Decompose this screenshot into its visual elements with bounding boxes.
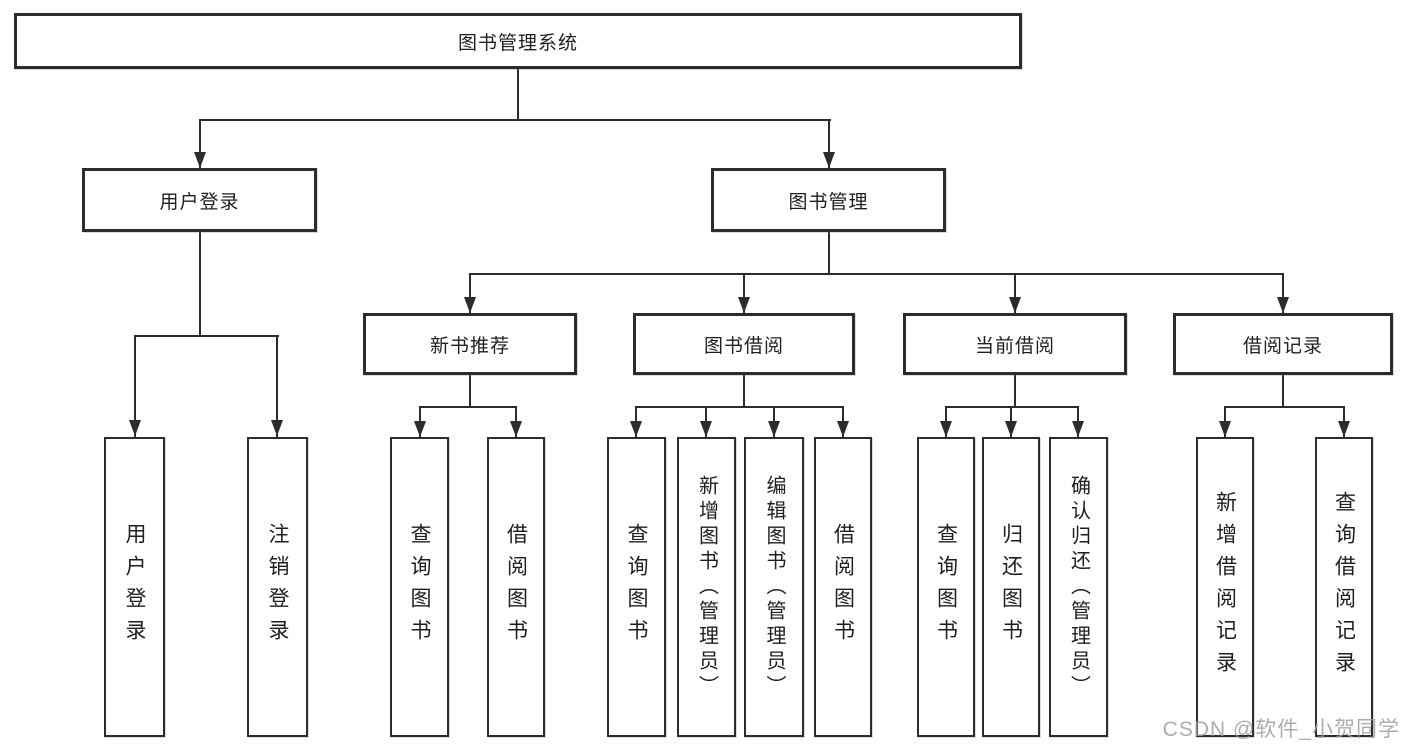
connector-current-down (1014, 375, 1016, 406)
leaf-add-books-admin: 新增图书（管理员） (677, 437, 736, 737)
leaf-confirm-return-admin-label: 确认归还（管理员） (1067, 474, 1090, 700)
leaf-query-books-1: 查询图书 (390, 437, 449, 737)
arrowhead-current (1009, 297, 1021, 313)
arrowhead-ul-leaf2 (271, 420, 283, 436)
node-borrowing-records: 借阅记录 (1173, 313, 1393, 375)
arrowhead-user-login (194, 152, 206, 168)
arrowhead-newbook (464, 297, 476, 313)
arrowhead-cb-leaf2 (1005, 421, 1017, 437)
leaf-borrow-books-1: 借阅图书 (487, 437, 545, 737)
node-borrowing-records-label: 借阅记录 (1242, 335, 1323, 357)
arrowhead-record (1277, 297, 1289, 313)
connector-record-bar (1224, 406, 1345, 408)
leaf-edit-books-admin-label: 编辑图书（管理员） (763, 474, 785, 700)
node-user-login: 用户登录 (82, 168, 317, 232)
arrowhead-borrow (738, 297, 750, 313)
connector-stem-current (1014, 273, 1016, 313)
node-current-borrowing: 当前借阅 (903, 313, 1127, 375)
node-library-system: 图书管理系统 (14, 13, 1022, 69)
leaf-return-books: 归还图书 (982, 437, 1040, 737)
leaf-query-books-1-label: 查询图书 (408, 523, 431, 651)
arrowhead-nb-leaf2 (510, 421, 522, 437)
csdn-watermark: CSDN @软件_小贺同学 (1162, 718, 1400, 741)
leaf-query-borrow-record-label: 查询借阅记录 (1332, 491, 1356, 683)
node-current-borrowing-label: 当前借阅 (974, 335, 1055, 357)
node-book-management-label: 图书管理 (788, 191, 869, 213)
arrowhead-cb-leaf1 (940, 421, 952, 437)
arrowhead-bb-leaf1 (630, 421, 642, 437)
leaf-user-login: 用户登录 (104, 437, 165, 737)
connector-stem-book-mgmt (828, 119, 830, 168)
arrowhead-bb-leaf2 (700, 421, 712, 437)
node-user-login-label: 用户登录 (159, 191, 240, 213)
connector-stem-newbook (469, 273, 471, 313)
leaf-confirm-return-admin: 确认归还（管理员） (1049, 437, 1108, 737)
arrowhead-bb-leaf3 (768, 421, 780, 437)
connector-newbook-bar (419, 406, 517, 408)
connector-borrow-down (743, 375, 745, 406)
node-library-system-label: 图书管理系统 (457, 32, 578, 54)
leaf-add-books-admin-label: 新增图书（管理员） (695, 474, 718, 700)
connector-userlogin-down (199, 232, 201, 335)
connector-stem-ul-leaf2 (276, 335, 278, 437)
arrowhead-br-leaf1 (1219, 421, 1231, 437)
connector-root-stem (517, 69, 519, 120)
leaf-borrow-books-2-label: 借阅图书 (831, 523, 855, 651)
leaf-user-login-label: 用户登录 (123, 523, 146, 651)
connector-stem-borrow (743, 273, 745, 313)
connector-borrow-bar (635, 406, 844, 408)
leaf-add-borrow-record-label: 新增借阅记录 (1213, 491, 1237, 683)
leaf-return-books-label: 归还图书 (999, 523, 1023, 651)
arrowhead-bb-leaf4 (837, 421, 849, 437)
leaf-add-borrow-record: 新增借阅记录 (1196, 437, 1254, 737)
leaf-query-books-3: 查询图书 (917, 437, 975, 737)
connector-level2-bar (199, 119, 831, 121)
node-book-management: 图书管理 (711, 168, 946, 232)
leaf-edit-books-admin: 编辑图书（管理员） (744, 437, 804, 737)
leaf-query-books-3-label: 查询图书 (934, 523, 958, 651)
arrowhead-book-mgmt (823, 152, 835, 168)
leaf-query-books-2: 查询图书 (607, 437, 666, 737)
arrowhead-ul-leaf1 (129, 420, 141, 436)
leaf-logout-label: 注销登录 (266, 523, 289, 651)
node-new-book-recommend-label: 新书推荐 (429, 335, 510, 357)
node-book-borrowing-label: 图书借阅 (703, 335, 784, 357)
leaf-logout: 注销登录 (247, 437, 308, 737)
connector-stem-record (1282, 273, 1284, 313)
leaf-query-borrow-record: 查询借阅记录 (1315, 437, 1373, 737)
connector-stem-user-login (199, 119, 201, 168)
connector-stem-ul-leaf1 (134, 335, 136, 437)
connector-userlogin-bar (134, 335, 279, 337)
connector-bookmgmt-down (828, 232, 830, 273)
connector-current-bar (945, 406, 1079, 408)
connector-record-down (1282, 375, 1284, 406)
node-new-book-recommend: 新书推荐 (363, 313, 577, 375)
arrowhead-nb-leaf1 (414, 421, 426, 437)
connector-level3-bar (469, 273, 1284, 275)
node-book-borrowing: 图书借阅 (633, 313, 855, 375)
arrowhead-cb-leaf3 (1072, 421, 1084, 437)
leaf-borrow-books-1-label: 借阅图书 (504, 523, 528, 651)
arrowhead-br-leaf2 (1338, 421, 1350, 437)
connector-newbook-down (469, 375, 471, 406)
leaf-query-books-2-label: 查询图书 (625, 523, 648, 651)
leaf-borrow-books-2: 借阅图书 (814, 437, 872, 737)
